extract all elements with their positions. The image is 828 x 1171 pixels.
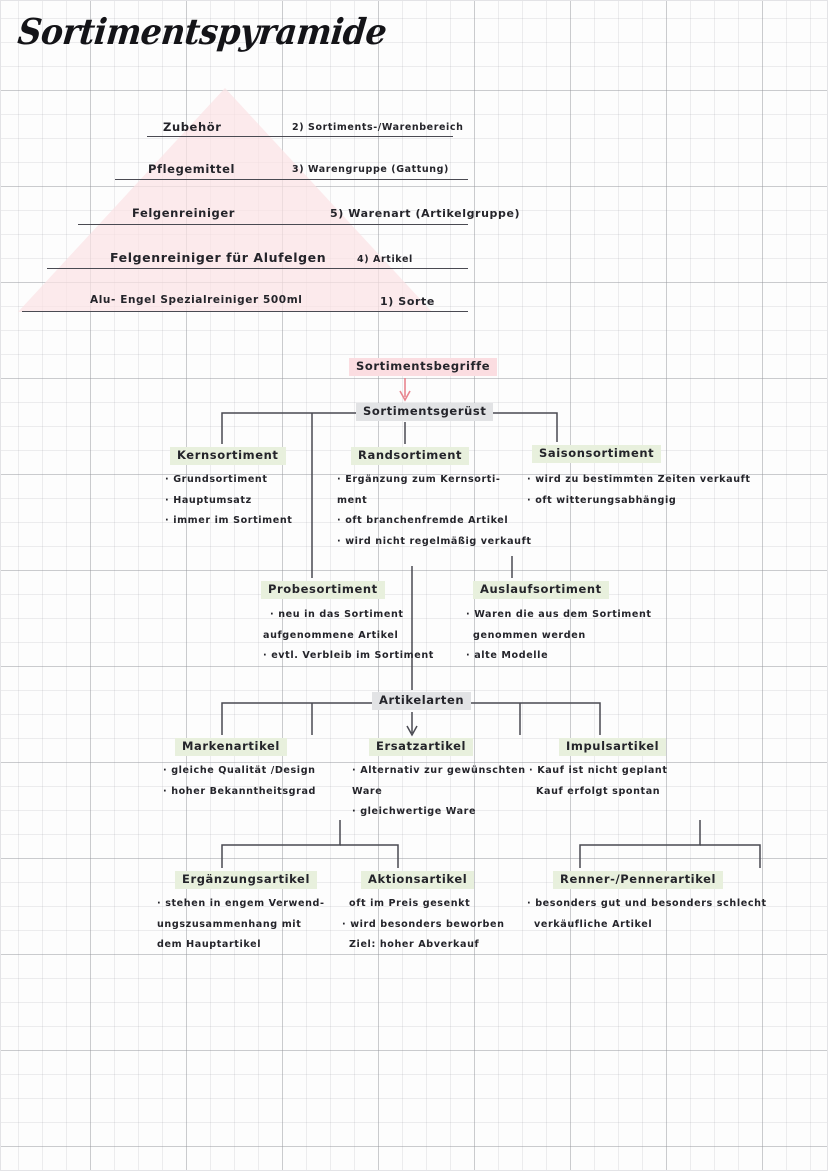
bullets-markenartikel: gleiche Qualität /Design hoher Bekannthe… bbox=[163, 761, 316, 802]
bullet-item: besonders gut und besonders schlecht bbox=[527, 894, 767, 915]
bullet-item: ment bbox=[337, 494, 368, 506]
node-markenartikel[interactable]: Markenartikel bbox=[175, 738, 287, 757]
bullet-item: dem Hauptartikel bbox=[157, 939, 262, 950]
bullets-saisonsortiment: wird zu bestimmten Zeiten verkauft oft w… bbox=[527, 470, 751, 511]
bullet-item: genommen werden bbox=[473, 629, 586, 641]
bullets-auslaufsortiment: Waren die aus dem Sortiment genommen wer… bbox=[466, 605, 652, 667]
bullet-item: ungszusammenhang mit bbox=[157, 918, 302, 930]
page-title: Sortimentspyramide bbox=[15, 10, 389, 53]
bullet-item: Kauf erfolgt spontan bbox=[536, 785, 661, 797]
bullet-item: Alternativ zur gewünschten bbox=[352, 761, 526, 782]
node-randsortiment[interactable]: Randsortiment bbox=[351, 447, 470, 466]
bullet-item: evtl. Verbleib im Sortiment bbox=[253, 646, 434, 667]
node-saisonsortiment[interactable]: Saisonsortiment bbox=[532, 445, 662, 464]
connector-bottom-right bbox=[579, 820, 701, 868]
connector-bottom-right2 bbox=[700, 844, 761, 868]
node-probesortiment[interactable]: Probesortiment bbox=[261, 581, 385, 600]
bullet-item: neu in das Sortiment bbox=[253, 605, 434, 626]
arrowhead-ersatz bbox=[406, 725, 418, 737]
bullets-aktionsartikel: oft im Preis gesenkt wird besonders bewo… bbox=[342, 894, 505, 956]
node-artikelarten[interactable]: Artikelarten bbox=[372, 692, 472, 711]
bullet-item: Kauf ist nicht geplant bbox=[529, 761, 668, 782]
pyramid-rule-1 bbox=[147, 136, 453, 137]
node-auslaufsortiment[interactable]: Auslaufsortiment bbox=[473, 581, 609, 600]
connector-artikelarten-right bbox=[444, 702, 601, 735]
connector-bottom-left2 bbox=[340, 844, 399, 868]
pyramid-rule-4 bbox=[47, 268, 468, 269]
bullet-item: gleichwertige Ware bbox=[352, 802, 526, 823]
bullet-item: alte Modelle bbox=[466, 646, 652, 667]
pyramid-rule-5 bbox=[22, 311, 468, 312]
bullet-item: wird besonders beworben bbox=[342, 915, 505, 936]
pyramid-rule-2 bbox=[115, 179, 468, 180]
bullets-kernsortiment: Grundsortiment Hauptumsatz immer im Sort… bbox=[165, 470, 293, 532]
bullet-item: gleiche Qualität /Design bbox=[163, 761, 316, 782]
bullet-item: Ware bbox=[352, 785, 383, 797]
node-sortimentsbegriffe[interactable]: Sortimentsbegriffe bbox=[349, 358, 498, 377]
bullet-item: oft branchenfremde Artikel bbox=[337, 511, 532, 532]
node-ergaenzungsartikel[interactable]: Ergänzungsartikel bbox=[175, 871, 318, 890]
bullets-renner-pennerartikel: besonders gut und besonders schlecht ver… bbox=[527, 894, 767, 935]
bullet-item: Ziel: hoher Abverkauf bbox=[349, 939, 480, 950]
pyramid-label-5: 1) Sorte bbox=[380, 295, 435, 308]
connector-artikelarten-left bbox=[221, 702, 372, 735]
bullet-item: hoher Bekanntheitsgrad bbox=[163, 782, 316, 803]
pyramid-example-5: Alu- Engel Spezialreiniger 500ml bbox=[90, 294, 303, 306]
connector-bottom-left bbox=[221, 820, 341, 868]
pyramid-label-4: 4) Artikel bbox=[357, 254, 413, 265]
bullet-item: Grundsortiment bbox=[165, 470, 293, 491]
bullet-item: stehen in engem Verwend- bbox=[157, 894, 325, 915]
pyramid-example-2: Pflegemittel bbox=[148, 162, 236, 176]
node-kernsortiment[interactable]: Kernsortiment bbox=[170, 447, 286, 466]
bullet-item: wird zu bestimmten Zeiten verkauft bbox=[527, 470, 751, 491]
bullets-impulsartikel: Kauf ist nicht geplant Kauf erfolgt spon… bbox=[529, 761, 668, 802]
bullet-item: Hauptumsatz bbox=[165, 491, 293, 512]
bullet-item: wird nicht regelmäßig verkauft bbox=[337, 532, 532, 553]
bullets-probesortiment: neu in das Sortiment aufgenommene Artike… bbox=[253, 605, 434, 667]
pyramid-example-1: Zubehör bbox=[163, 120, 222, 134]
bullet-item: oft im Preis gesenkt bbox=[349, 898, 471, 909]
bullet-item: immer im Sortiment bbox=[165, 511, 293, 532]
bullets-randsortiment: Ergänzung zum Kernsorti- ment oft branch… bbox=[337, 470, 532, 552]
bullets-ersatzartikel: Alternativ zur gewünschten Ware gleichwe… bbox=[352, 761, 526, 823]
node-impulsartikel[interactable]: Impulsartikel bbox=[559, 738, 667, 757]
pyramid-label-1: 2) Sortiments-/Warenbereich bbox=[292, 122, 464, 133]
bullet-item: Ergänzung zum Kernsorti- bbox=[337, 470, 532, 491]
pyramid-rule-3 bbox=[78, 224, 468, 225]
pyramid-example-4: Felgenreiniger für Alufelgen bbox=[110, 250, 327, 265]
pyramid-label-3: 5) Warenart (Artikelgruppe) bbox=[330, 207, 521, 220]
node-ersatzartikel[interactable]: Ersatzartikel bbox=[369, 738, 474, 757]
node-aktionsartikel[interactable]: Aktionsartikel bbox=[361, 871, 475, 890]
bullet-item: Waren die aus dem Sortiment bbox=[466, 605, 652, 626]
bullet-item: verkäufliche Artikel bbox=[534, 918, 653, 930]
bullet-item: aufgenommene Artikel bbox=[263, 629, 399, 641]
pyramid-example-3: Felgenreiniger bbox=[132, 206, 235, 220]
bullets-ergaenzungsartikel: stehen in engem Verwend- ungszusammenhan… bbox=[157, 894, 325, 956]
node-renner-pennerartikel[interactable]: Renner-/Pennerartikel bbox=[553, 871, 724, 890]
node-sortimentsgeruest[interactable]: Sortimentsgerüst bbox=[356, 403, 494, 422]
pyramid-label-2: 3) Warengruppe (Gattung) bbox=[292, 164, 450, 175]
bullet-item: oft witterungsabhängig bbox=[527, 491, 751, 512]
